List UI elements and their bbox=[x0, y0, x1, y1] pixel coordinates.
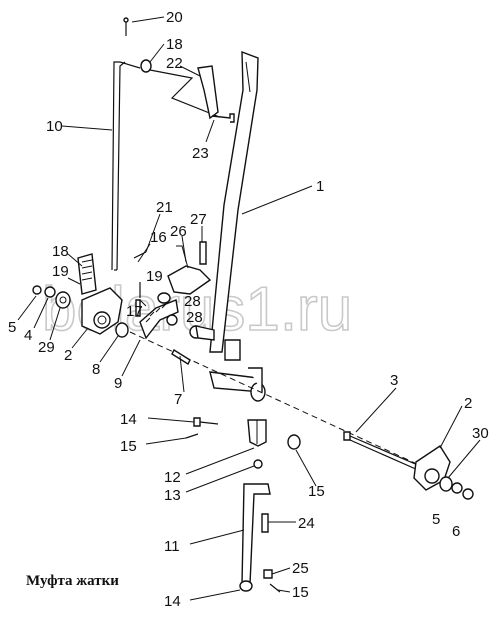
callout-19: 20 bbox=[166, 9, 183, 26]
callout-21: 23 bbox=[192, 145, 209, 162]
callout-2-right: 2 bbox=[464, 395, 472, 412]
callout-2-left: 2 bbox=[64, 347, 72, 364]
callout-23: 25 bbox=[292, 560, 309, 577]
callout-22: 24 bbox=[298, 515, 315, 532]
callout-28-right: 30 bbox=[472, 425, 489, 442]
figure-caption: Муфта жатки bbox=[26, 573, 119, 589]
callout-14-left: 14 bbox=[164, 593, 181, 610]
callout-26: 28 bbox=[184, 293, 201, 310]
callout-12: 13 bbox=[164, 487, 181, 504]
callout-15-left: 15 bbox=[120, 438, 137, 455]
callout-9: 10 bbox=[46, 118, 63, 135]
callout-24: 26 bbox=[170, 223, 187, 240]
callout-28-left: 29 bbox=[38, 339, 55, 356]
callout-15-mid: 16 bbox=[150, 229, 167, 246]
callout-18-left: 19 bbox=[52, 263, 69, 280]
callout-labels: 20 18 22 23 10 1 21 16 26 27 18 19 19 28… bbox=[8, 9, 489, 610]
callout-5-right: 6 bbox=[452, 523, 460, 540]
left-assembly bbox=[32, 241, 215, 366]
bracket-part bbox=[197, 65, 219, 120]
bolt-top bbox=[211, 113, 235, 123]
leader-lines bbox=[17, 16, 481, 601]
vertical-rod-part bbox=[111, 61, 223, 271]
callout-1: 1 bbox=[316, 178, 324, 195]
callout-19-mid: 21 bbox=[156, 199, 173, 216]
callout-18: 18 bbox=[166, 36, 183, 53]
right-assembly bbox=[343, 431, 474, 500]
washer-top bbox=[140, 59, 152, 73]
callout-13: 14 bbox=[120, 411, 137, 428]
callout-10: 11 bbox=[164, 538, 180, 555]
callout-18-mid: 19 bbox=[146, 268, 163, 285]
center-assembly bbox=[185, 417, 301, 593]
callout-5-left: 5 bbox=[8, 319, 16, 336]
callout-4-left: 4 bbox=[24, 327, 32, 344]
callout-27: 28 bbox=[186, 309, 203, 326]
main-lever-part bbox=[209, 50, 266, 402]
callout-8: 9 bbox=[114, 375, 122, 392]
callout-14-right: 15 bbox=[308, 483, 325, 500]
callout-20: 22 bbox=[166, 55, 183, 72]
callout-17: 18 bbox=[52, 243, 69, 260]
callout-25: 27 bbox=[190, 211, 207, 228]
callout-4-right: 5 bbox=[432, 511, 440, 528]
callout-16: 17 bbox=[126, 303, 143, 320]
callout-11: 12 bbox=[164, 469, 181, 486]
callout-15-bottom: 15 bbox=[292, 584, 309, 601]
callout-3: 3 bbox=[390, 372, 398, 389]
cotter-pin-top bbox=[123, 17, 129, 36]
callout-7: 8 bbox=[92, 361, 100, 378]
callout-6: 7 bbox=[174, 391, 182, 408]
